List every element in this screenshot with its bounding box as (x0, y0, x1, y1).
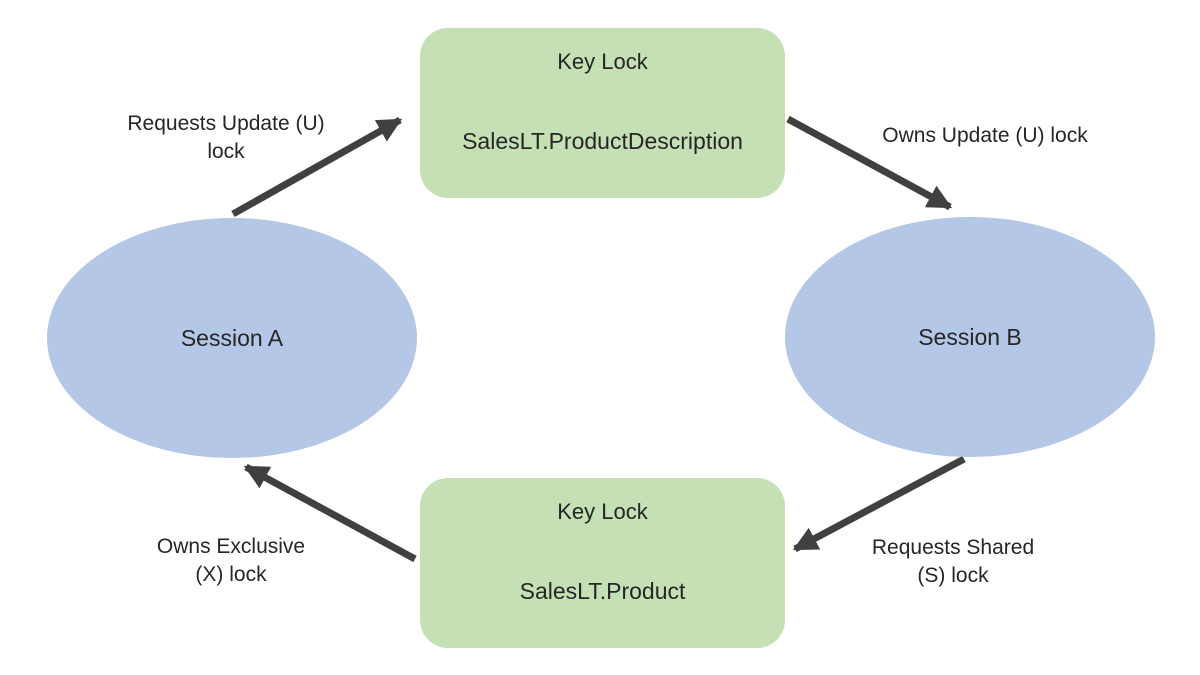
node-key-lock-productdescription: Key Lock SalesLT.ProductDescription (420, 28, 785, 198)
lock-table-name: SalesLT.ProductDescription (462, 128, 743, 154)
node-session-a: Session A (47, 218, 417, 458)
edge-label-requests-shared-lock: Requests Shared (S) lock (871, 536, 1035, 587)
lock-title: Key Lock (557, 499, 648, 524)
edge-label-owns-update-lock: Owns Update (U) lock (882, 124, 1088, 147)
lock-table-name: SalesLT.Product (519, 578, 686, 604)
edge-label-owns-exclusive-lock: Owns Exclusive (X) lock (156, 535, 306, 586)
session-label: Session A (180, 324, 284, 351)
lock-title: Key Lock (557, 49, 648, 74)
node-key-lock-product: Key Lock SalesLT.Product (420, 478, 785, 648)
edge-label-requests-update-lock: Requests Update (U) lock (127, 112, 325, 163)
session-label: Session B (918, 323, 1022, 350)
node-session-b: Session B (785, 217, 1155, 457)
